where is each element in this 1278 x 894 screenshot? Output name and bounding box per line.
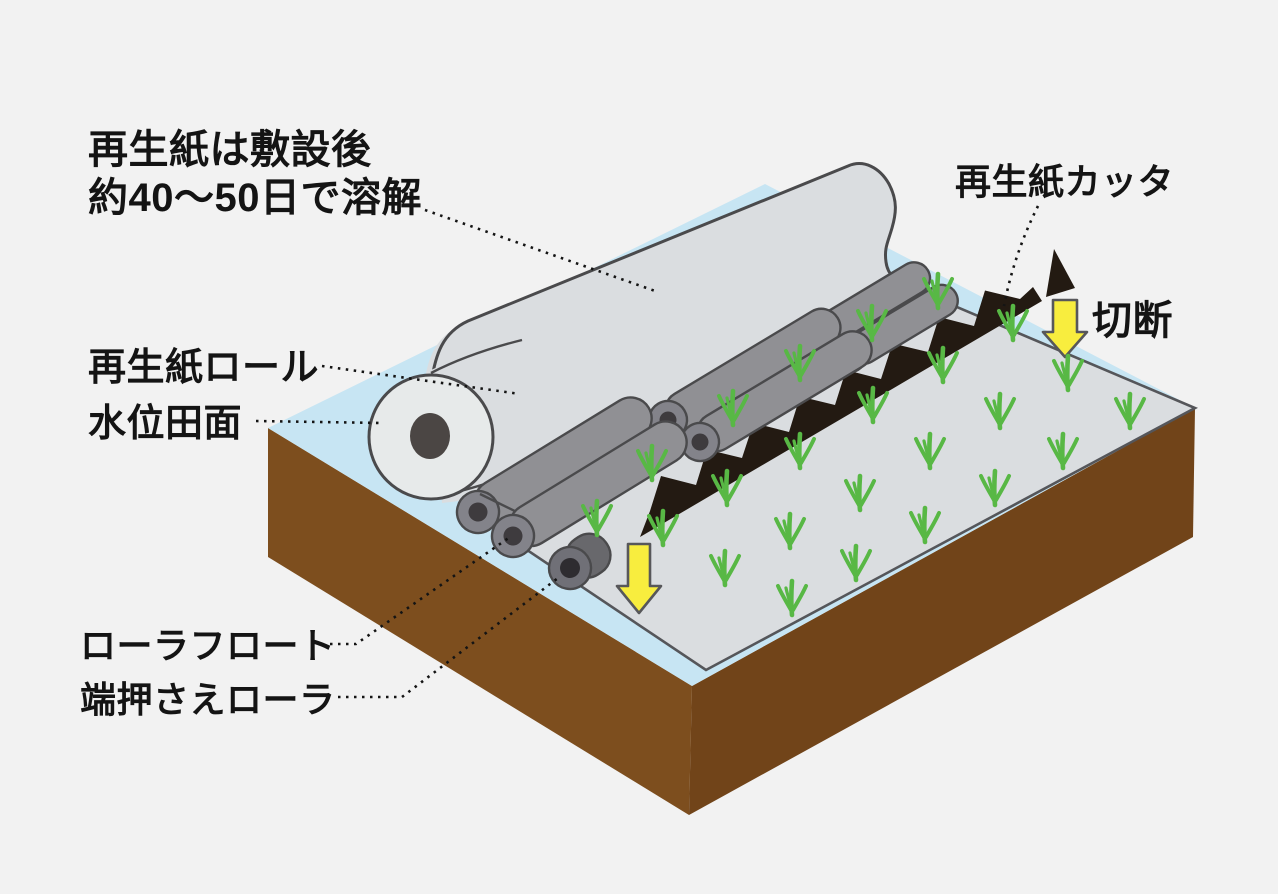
leader-water-level: [255, 419, 384, 425]
paper-cutter-tip: [1046, 249, 1075, 297]
edge-pressing-roller: [547, 532, 612, 591]
label-dissolve-line2: 約40〜50日で溶解: [88, 176, 422, 220]
label-water-level: 水位田面: [88, 403, 242, 445]
label-paper-cutter: 再生紙カッタ: [955, 161, 1174, 202]
leader-dissolve: [424, 208, 659, 294]
label-cut: 切断: [1092, 299, 1173, 343]
label-dissolve-line1: 再生紙は敷設後: [88, 128, 372, 172]
down-arrow-icon: [615, 542, 663, 615]
paper-roll-core: [410, 413, 450, 459]
label-edge-roller: 端押さえローラ: [80, 679, 336, 720]
paper-roll-top-outline: [430, 338, 523, 375]
roller-float: [679, 330, 873, 463]
unrolled-paper-sheet-outline: [428, 162, 908, 395]
label-roller-float: ローラフロート: [80, 625, 336, 666]
leader-edge-roller: [338, 576, 559, 699]
laid-paper-edge: [459, 283, 1199, 672]
label-paper-roll: 再生紙ロール: [88, 347, 319, 389]
leader-roller-float: [330, 535, 511, 646]
roller-float: [490, 420, 688, 559]
soil-right-face: [689, 408, 1195, 815]
leader-paper-roll: [321, 364, 521, 396]
soil-left-face: [268, 428, 692, 815]
down-arrow-icon: [1041, 298, 1089, 359]
